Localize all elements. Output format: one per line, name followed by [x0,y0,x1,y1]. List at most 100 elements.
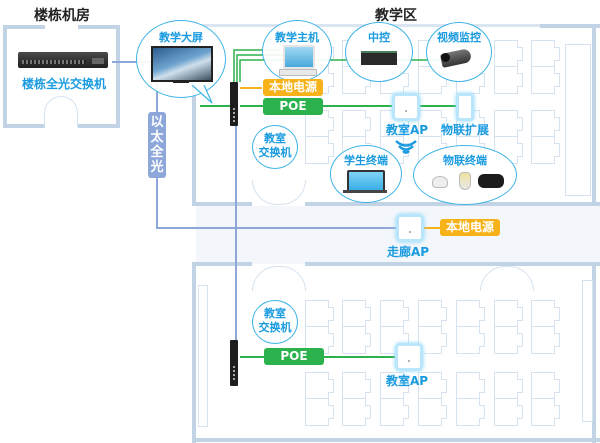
corridor-ap-icon [396,214,424,242]
smart-bulb-icon [459,172,471,190]
classroom-ap-label: 教室AP [385,123,429,137]
desk [342,326,366,354]
display-title: 教学大屏 [159,31,203,44]
tv-icon [151,46,213,82]
chair [441,379,447,393]
control-title: 中控 [368,31,390,44]
wifi-icon [395,140,417,154]
desk [531,300,555,328]
chair [554,73,560,87]
chair [328,73,334,87]
chair [554,333,560,347]
desk [380,398,404,426]
chair [517,47,523,61]
chair [554,405,560,419]
classroom-ap-icon-bottom [395,343,423,371]
chair [403,307,409,321]
laptop-icon [347,170,385,192]
bubble-pointer [191,85,213,104]
server-room-heading: 楼栋机房 [34,8,90,24]
core-switch-icon [18,52,108,68]
cabinet [565,44,591,196]
chair [441,405,447,419]
chair [328,405,334,419]
chair [365,405,371,419]
control-bubble: 中控 [345,22,413,82]
keyboard-icon [279,69,317,76]
chair [403,379,409,393]
wall [192,202,252,206]
chair [365,379,371,393]
classroom-switch-callout: 教室 交换机 [252,125,298,169]
chair [517,405,523,419]
chair [554,143,560,157]
chair [365,117,371,131]
chair [517,379,523,393]
tv-stand [173,80,189,83]
desk [456,326,480,354]
iot-title: 物联终端 [443,154,487,167]
desk [531,326,555,354]
student-bubble: 学生终端 [330,145,402,203]
desk [342,110,366,138]
wall [592,262,596,443]
chair [554,117,560,131]
desk [531,110,555,138]
chair [403,73,409,87]
teaching-area-heading: 教学区 [375,8,417,24]
desk [342,398,366,426]
cabinet [198,285,208,427]
iot-extension-label: 物联扩展 [440,123,489,137]
chair [517,143,523,157]
chair [328,307,334,321]
chair [441,333,447,347]
camera-lens [441,53,450,62]
classroom-switch-icon-bottom [230,340,238,386]
wall [78,25,120,29]
chair [479,405,485,419]
chair [328,333,334,347]
laptop-base [343,190,387,193]
chair [365,307,371,321]
chair [517,333,523,347]
chair [479,307,485,321]
iot-extension-icon [456,93,474,121]
chair [365,333,371,347]
wall [3,25,7,128]
wall [592,24,596,204]
desk [418,110,442,138]
wall [3,25,45,29]
switch-label-line2: 交换机 [258,146,292,159]
classroom-ap-label-bottom: 教室AP [385,374,429,388]
display-bubble: 教学大屏 [136,20,226,98]
smoke-detector-icon [432,176,448,188]
door [44,96,78,127]
poe-tag-bottom: POE [264,348,324,365]
chair [328,379,334,393]
student-title: 学生终端 [344,154,388,167]
chair [479,379,485,393]
chair [328,117,334,131]
wall [192,262,196,443]
host-title: 教学主机 [275,31,319,44]
chair [554,307,560,321]
switch-label-line2: 交换机 [258,321,292,334]
chair [517,117,523,131]
chair [479,117,485,131]
wall [116,25,120,128]
fiber-uplink-label: 以太全光 [148,112,166,178]
wall [3,124,45,128]
wall [305,262,600,266]
host-bubble: 教学主机 [262,20,332,82]
chair [517,307,523,321]
classroom-switch-callout-bottom: 教室 交换机 [252,300,298,344]
camera-title: 视频监控 [437,31,481,44]
fiber-uplink-text: 以太全光 [150,115,164,175]
cabinet [582,280,593,422]
chair [328,143,334,157]
wall [540,24,600,28]
classroom-ap-icon [392,93,420,121]
wall [192,262,252,266]
chair [403,405,409,419]
camera-bubble: 视频监控 [426,22,492,82]
